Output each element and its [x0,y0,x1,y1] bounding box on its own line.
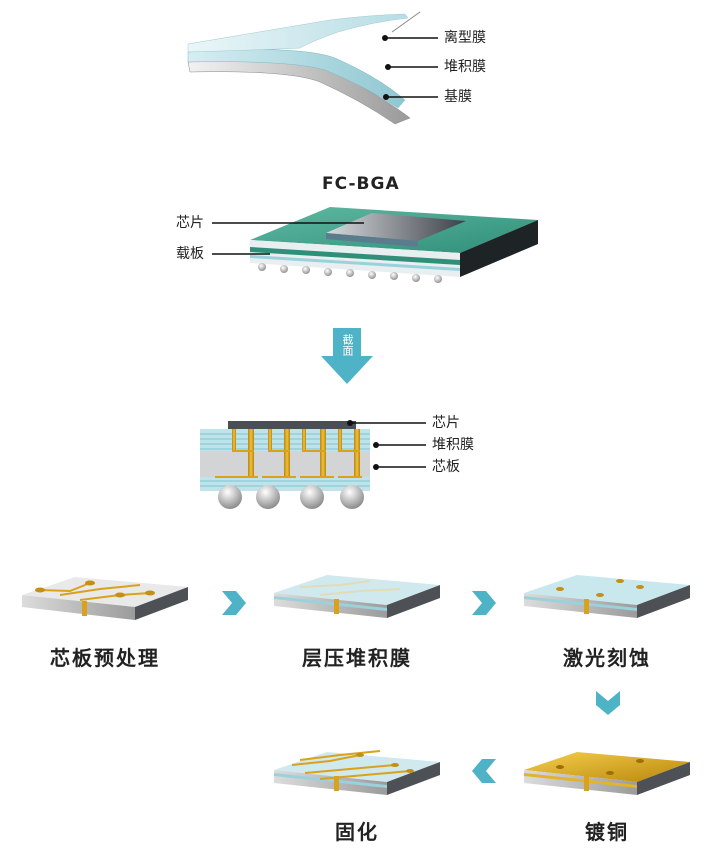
down-arrow-icon [321,328,373,384]
label-section-chip: 芯片 [432,415,460,431]
label-section-core: 芯板 [432,459,460,475]
step3-board [524,575,690,618]
cross-section-image [200,420,426,509]
label-substrate: 载板 [176,246,204,262]
step2-board [274,575,440,618]
label-buildup-film: 堆积膜 [444,59,486,75]
film-layers-image [187,11,438,125]
fcbga-package-image [212,207,538,283]
fcbga-title: FC-BGA [322,174,400,194]
step-lamination: 层压堆积膜 [302,646,412,670]
cross-section-label: 截面 [341,334,354,356]
label-section-buildup: 堆积膜 [432,437,474,453]
label-chip: 芯片 [176,215,204,231]
label-base-film: 基膜 [444,89,472,105]
step-core-pretreatment: 芯板预处理 [50,646,160,670]
next-arrow-3 [596,691,620,715]
step1-board [22,577,188,620]
next-arrow-4 [472,759,496,783]
step5-board [274,750,440,795]
label-release-film: 离型膜 [444,30,486,46]
step-copper-plating: 镀铜 [585,820,629,844]
next-arrow-2 [472,591,496,615]
next-arrow-1 [222,591,246,615]
step4-board [524,752,690,795]
step-curing: 固化 [335,820,379,844]
process-flow-image [22,575,690,795]
step-laser-etch: 激光刻蚀 [563,646,651,670]
